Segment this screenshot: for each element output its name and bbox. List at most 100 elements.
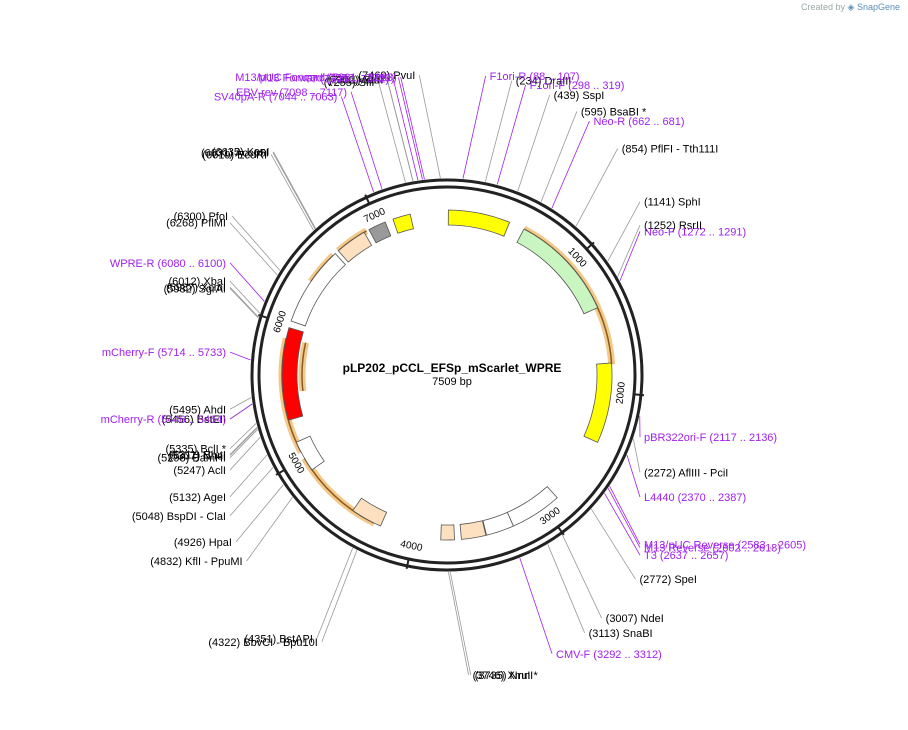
primer-label: mCherry-F (5714 .. 5733)	[102, 347, 226, 359]
enzyme-label: (1141) SphI	[644, 197, 701, 209]
enzyme-label: (2272) AflIII - PciI	[644, 467, 728, 479]
leader-line	[229, 397, 252, 410]
primer-label: L4440 (2370 .. 2387)	[644, 492, 746, 504]
leader-line	[496, 84, 527, 185]
enzyme-label: (5048) BspDI - ClaI	[132, 511, 226, 523]
label-leader-lines	[229, 75, 641, 676]
primer-label: M13/pUC Reverse (2583 .. 2605)	[644, 539, 806, 551]
leader-line	[609, 486, 641, 545]
enzyme-label: (1252) RsrII	[644, 220, 702, 232]
feature-arrow	[392, 213, 415, 234]
leader-line	[229, 454, 268, 498]
leader-line	[273, 151, 316, 229]
enzyme-label: (4832) KflI - PpuMI	[150, 556, 242, 568]
leader-line	[400, 76, 425, 180]
enzyme-label: (5987) XcmI	[166, 282, 226, 294]
feature-arrow	[516, 228, 599, 315]
tick-mark	[405, 558, 410, 570]
enzyme-label: (3007) NdeI	[606, 613, 664, 625]
enzyme-label: (3746) XmnI	[473, 670, 534, 682]
feature-arrow	[459, 520, 487, 540]
enzyme-label: (7301) StuI	[329, 75, 383, 87]
enzyme-label: (6300) PfoI	[174, 211, 228, 223]
enzyme-label: (4322) BbvCI - Bpu10I	[208, 637, 317, 649]
leader-line	[272, 152, 316, 230]
feature-arrow	[281, 327, 304, 421]
enzyme-label: (6619) EcoRI	[202, 149, 267, 161]
tick-label: 2000	[615, 381, 628, 405]
leader-line	[229, 262, 265, 302]
enzyme-label: (854) PflFI - Tth111I	[622, 143, 719, 155]
tick-mark	[275, 468, 286, 476]
enzyme-label: (6635) KpnI	[212, 147, 269, 159]
snapgene-logo-icon: ◈	[847, 2, 855, 12]
leader-line	[229, 222, 278, 276]
leader-line	[246, 496, 293, 562]
enzyme-label: (2772) SpeI	[639, 574, 696, 586]
enzyme-label: (5307) NheI	[168, 451, 226, 463]
tick-mark	[633, 393, 645, 397]
enzyme-label: (6268) PflMI	[166, 218, 226, 230]
leader-line	[231, 215, 281, 271]
leader-line	[398, 77, 423, 180]
enzyme-label: (7255) SfiI	[324, 77, 375, 89]
enzyme-label: (6012) XbaI	[169, 276, 226, 288]
leader-line	[316, 547, 354, 639]
backbone-inner	[257, 185, 637, 565]
leader-line	[604, 493, 641, 556]
leader-line	[484, 80, 513, 182]
primer-label: Neo-R (662 .. 681)	[593, 116, 684, 128]
leader-line	[270, 154, 314, 231]
leader-line	[321, 550, 358, 642]
leader-line	[575, 148, 619, 227]
leader-line	[617, 224, 641, 277]
feature-arrow	[290, 253, 346, 327]
feature-arrow	[447, 209, 511, 237]
leader-line	[229, 429, 258, 458]
leader-line	[519, 557, 553, 654]
plasmid-name: pLP202_pCCL_EFSp_mScarlet_WPRE	[343, 361, 562, 375]
enzyme-label: (3113) SnaBI	[589, 628, 653, 640]
leader-line	[350, 91, 383, 190]
leader-line	[607, 488, 641, 548]
enzyme-label: (439) SspI	[554, 90, 605, 102]
leader-line	[229, 280, 261, 314]
leader-line	[229, 467, 274, 517]
primer-label: T3 (2637 .. 2657)	[644, 550, 728, 562]
primer-label: M13 Forward (7352 .. 7369)	[258, 72, 394, 84]
leader-line	[448, 571, 470, 676]
enzyme-label: (6631) Acc65I	[201, 147, 269, 159]
leader-line	[619, 231, 641, 281]
leader-line	[340, 96, 375, 193]
primer-label: SV40pA-R (7044 .. 7063)	[214, 92, 338, 104]
enzyme-label: (5298) BamHI	[158, 453, 226, 465]
enzyme-label: (4351) BstAPI	[244, 633, 312, 645]
feature-arrow	[368, 221, 392, 244]
feature-arrow	[352, 497, 388, 527]
enzyme-label: (7302) AvrII	[327, 74, 384, 86]
tick-mark	[258, 313, 269, 319]
enzyme-label: (5311) BmtI	[169, 450, 226, 462]
primer-label: EBV-rev (7098 .. 7117)	[236, 87, 347, 99]
primer-label: F1ori-R (88 .. 107)	[490, 71, 580, 83]
tick-mark	[557, 526, 565, 536]
enzyme-label: (5495) AhdI	[169, 404, 226, 416]
leader-line	[229, 351, 251, 361]
leader-line	[590, 508, 636, 580]
leader-line	[378, 81, 406, 183]
leader-line	[392, 78, 419, 181]
leader-line	[386, 79, 414, 182]
leader-line	[517, 94, 550, 192]
leader-line	[551, 120, 590, 209]
leader-line	[229, 286, 259, 318]
tick-mark	[364, 194, 371, 205]
leader-line	[235, 484, 284, 543]
plasmid-length: 7509 bp	[432, 376, 472, 388]
leader-line	[229, 427, 258, 456]
primer-label: M13 Reverse (2602 .. 2618)	[644, 543, 781, 555]
feature-arrow	[295, 435, 325, 471]
primer-label: T7 (7323 .. 7342)	[305, 73, 389, 85]
leader-line	[632, 438, 641, 473]
primer-label: pBR322ori-F (2117 .. 2136)	[644, 432, 777, 444]
